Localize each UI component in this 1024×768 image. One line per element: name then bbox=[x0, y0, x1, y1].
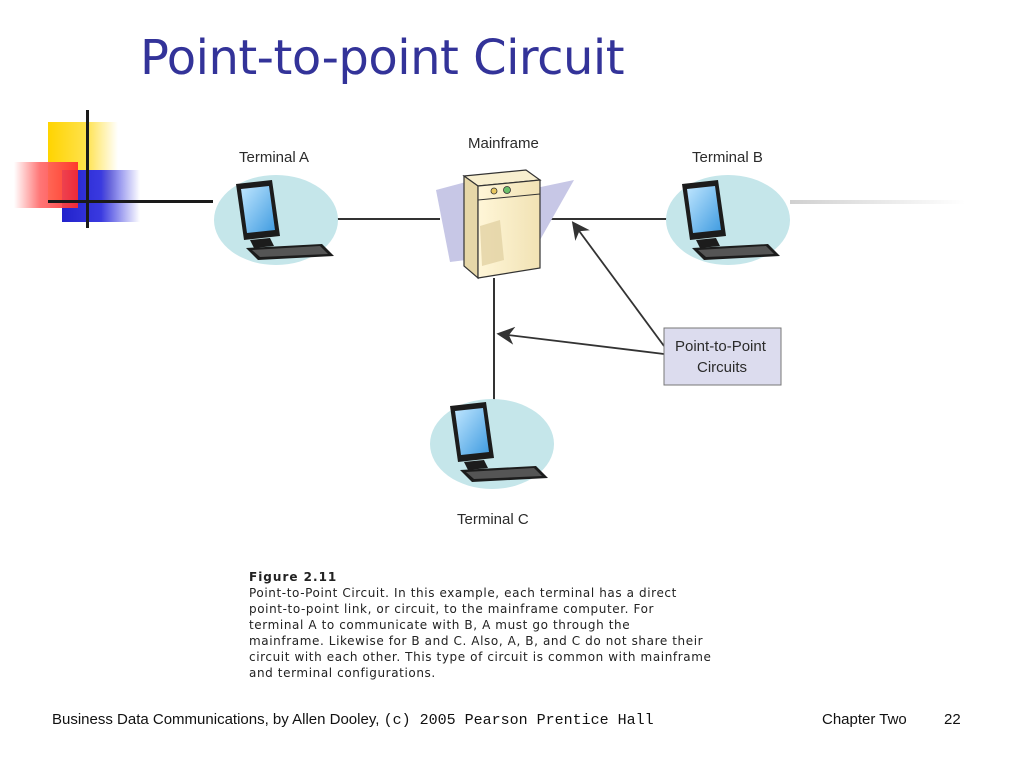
terminal-a-label: Terminal A bbox=[239, 149, 309, 166]
callout-arrow-lower bbox=[496, 326, 665, 355]
mainframe-shadow bbox=[436, 182, 466, 262]
decor-horizontal-line-fade bbox=[790, 200, 965, 204]
computer-icon bbox=[236, 180, 334, 260]
figure-caption: Figure 2.11 Point-to-Point Circuit. In t… bbox=[249, 569, 779, 681]
computer-icon bbox=[682, 180, 780, 260]
footer-copyright: (c) 2005 Pearson Prentice Hall bbox=[383, 712, 654, 729]
callout-line-1: Point-to-Point bbox=[675, 338, 767, 355]
footer-credit: Business Data Communications, by Allen D… bbox=[52, 711, 654, 729]
mainframe-label: Mainframe bbox=[468, 135, 539, 152]
caption-line: point-to-point link, or circuit, to the … bbox=[249, 602, 655, 616]
caption-line: mainframe. Likewise for B and C. Also, A… bbox=[249, 634, 704, 648]
decor-horizontal-line bbox=[48, 200, 213, 203]
terminal-c bbox=[430, 399, 554, 489]
page-number: 22 bbox=[944, 711, 961, 728]
callout-arrow-upper bbox=[571, 221, 665, 347]
slide-title: Point-to-point Circuit bbox=[140, 30, 625, 86]
figure-number: Figure 2.11 bbox=[249, 570, 338, 584]
terminal-b-label: Terminal B bbox=[692, 149, 763, 166]
mainframe bbox=[436, 169, 574, 280]
caption-line: terminal A to communicate with B, A must… bbox=[249, 618, 631, 632]
caption-line: circuit with each other. This type of ci… bbox=[249, 650, 712, 664]
terminal-c-label: Terminal C bbox=[457, 511, 529, 528]
terminal-b bbox=[666, 175, 790, 265]
server-icon bbox=[462, 169, 542, 280]
callout-line-2: Circuits bbox=[697, 359, 747, 376]
caption-line: Point-to-Point Circuit. In this example,… bbox=[249, 586, 677, 600]
mainframe-shadow-right bbox=[536, 180, 574, 240]
callout-point-to-point: Point-to-Point Circuits bbox=[496, 221, 782, 386]
footer-credit-text: Business Data Communications, by Allen D… bbox=[52, 711, 380, 728]
footer-chapter: Chapter Two bbox=[822, 711, 907, 728]
terminal-a bbox=[214, 175, 338, 265]
callout-box bbox=[663, 327, 782, 386]
computer-icon bbox=[450, 402, 548, 482]
circuit-links bbox=[336, 218, 668, 400]
decor-vertical-line bbox=[86, 110, 89, 228]
caption-line: and terminal configurations. bbox=[249, 666, 436, 680]
